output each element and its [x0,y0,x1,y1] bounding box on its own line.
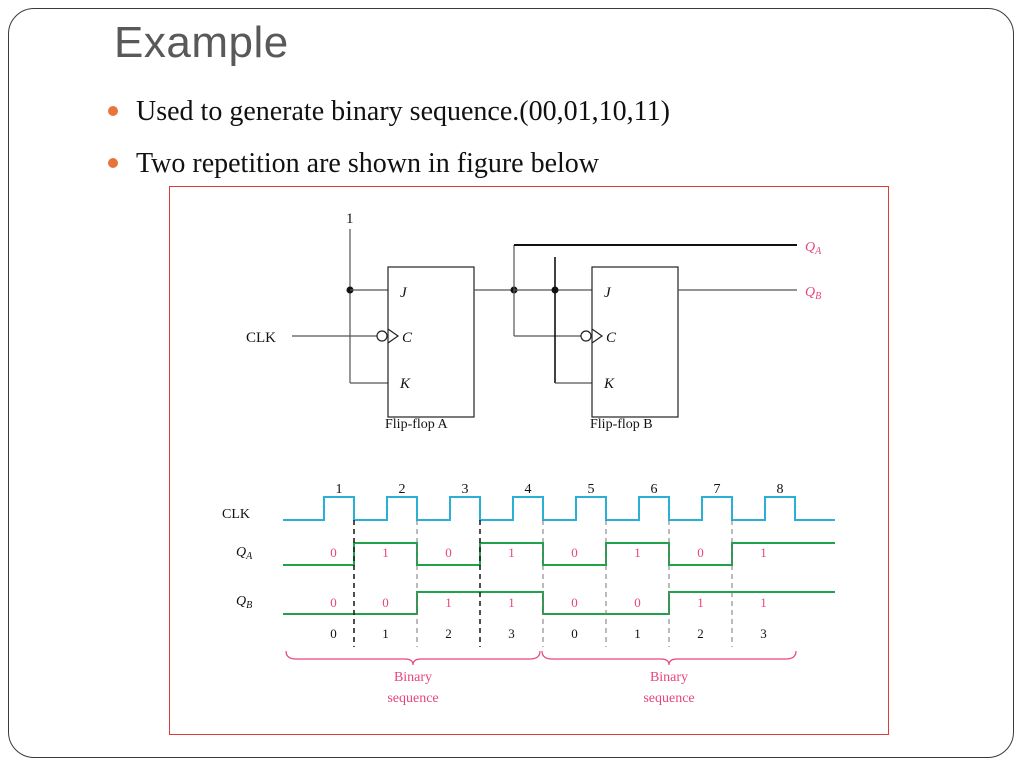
bullet-dot-icon [108,106,118,116]
clock-bubble-icon [580,330,592,342]
timing-qb-label: QB [236,594,252,611]
state-number-label: 2 [697,626,704,641]
slide-title: Example [114,18,289,67]
logic-high-label: 1 [346,211,354,227]
qa-value-label: 1 [508,545,515,560]
flip-flop-a [387,266,475,418]
clk-waveform [283,496,835,521]
qb-value-label: 1 [697,595,704,610]
qb-output-label: QB [805,285,821,302]
ffb-label: Flip-flop B [590,417,653,432]
qb-waveform [283,591,835,615]
qb-value-label: 1 [760,595,767,610]
state-number-label: 1 [634,626,641,641]
bullet-list: Used to generate binary sequence.(00,01,… [104,92,670,196]
timing-diagram: CLK QA QB 1 2 3 4 5 6 7 8 0 1 0 1 0 1 0 1 0 0 1 1 0 0 1 1 0 1 2 3 0 1… [222,482,835,706]
brace-label-line2: sequence [643,691,694,706]
clk-pulse-number: 2 [399,482,406,497]
state-number-label: 0 [571,626,578,641]
ffb-pin-c: C [606,330,617,346]
brace-label-line1: Binary [650,670,688,685]
qa-waveform [283,542,835,566]
clk-pulse-number: 3 [462,482,469,497]
clk-pulse-number: 1 [336,482,343,497]
qa-value-label: 0 [445,545,452,560]
binary-sequence-brace-2 [541,650,797,666]
qb-value-label: 0 [634,595,641,610]
figure-box: 1 CLK J C K Flip-flop A [169,186,889,735]
qb-value-label: 1 [445,595,452,610]
qa-value-label: 1 [760,545,767,560]
bullet-text-2: Two repetition are shown in figure below [136,148,600,179]
qb-value-label: 0 [571,595,578,610]
bullet-text-1: Used to generate binary sequence.(00,01,… [136,96,670,127]
state-number-label: 1 [382,626,389,641]
clk-pulse-number: 4 [525,482,532,497]
bullet-dot-icon [108,158,118,168]
brace-label-line1: Binary [394,670,432,685]
ffa-label: Flip-flop A [385,417,449,432]
ffa-pin-c: C [402,330,413,346]
clk-input-label: CLK [246,330,276,346]
qb-value-label: 1 [508,595,515,610]
clk-pulse-number: 7 [714,482,721,497]
bullet-item-1: Used to generate binary sequence.(00,01,… [104,92,670,144]
qb-value-label: 0 [382,595,389,610]
clk-pulse-number: 6 [651,482,658,497]
qa-output-label: QA [805,240,822,257]
qa-value-label: 1 [634,545,641,560]
ffb-pin-k: K [603,376,615,392]
clk-pulse-number: 5 [588,482,595,497]
timing-clk-label: CLK [222,507,250,522]
state-number-label: 3 [508,626,515,641]
ffb-pin-j: J [604,285,612,301]
qb-value-label: 0 [330,595,337,610]
state-number-label: 3 [760,626,767,641]
qa-value-label: 0 [571,545,578,560]
qa-value-label: 0 [330,545,337,560]
slide-frame [8,8,1014,758]
bullet-item-2: Two repetition are shown in figure below [104,144,670,196]
flip-flop-b [591,266,679,418]
ffa-pin-j: J [400,285,408,301]
state-number-label: 2 [445,626,452,641]
clk-pulse-number: 8 [777,482,784,497]
ffa-pin-k: K [399,376,411,392]
circuit-diagram: 1 CLK J C K Flip-flop A [246,211,822,432]
qa-value-label: 0 [697,545,704,560]
clock-bubble-icon [376,330,388,342]
qa-value-label: 1 [382,545,389,560]
binary-sequence-brace-1 [285,650,541,666]
state-number-label: 0 [330,626,337,641]
timing-qa-label: QA [236,545,253,562]
brace-label-line2: sequence [387,691,438,706]
counter-figure: 1 CLK J C K Flip-flop A [222,211,835,706]
